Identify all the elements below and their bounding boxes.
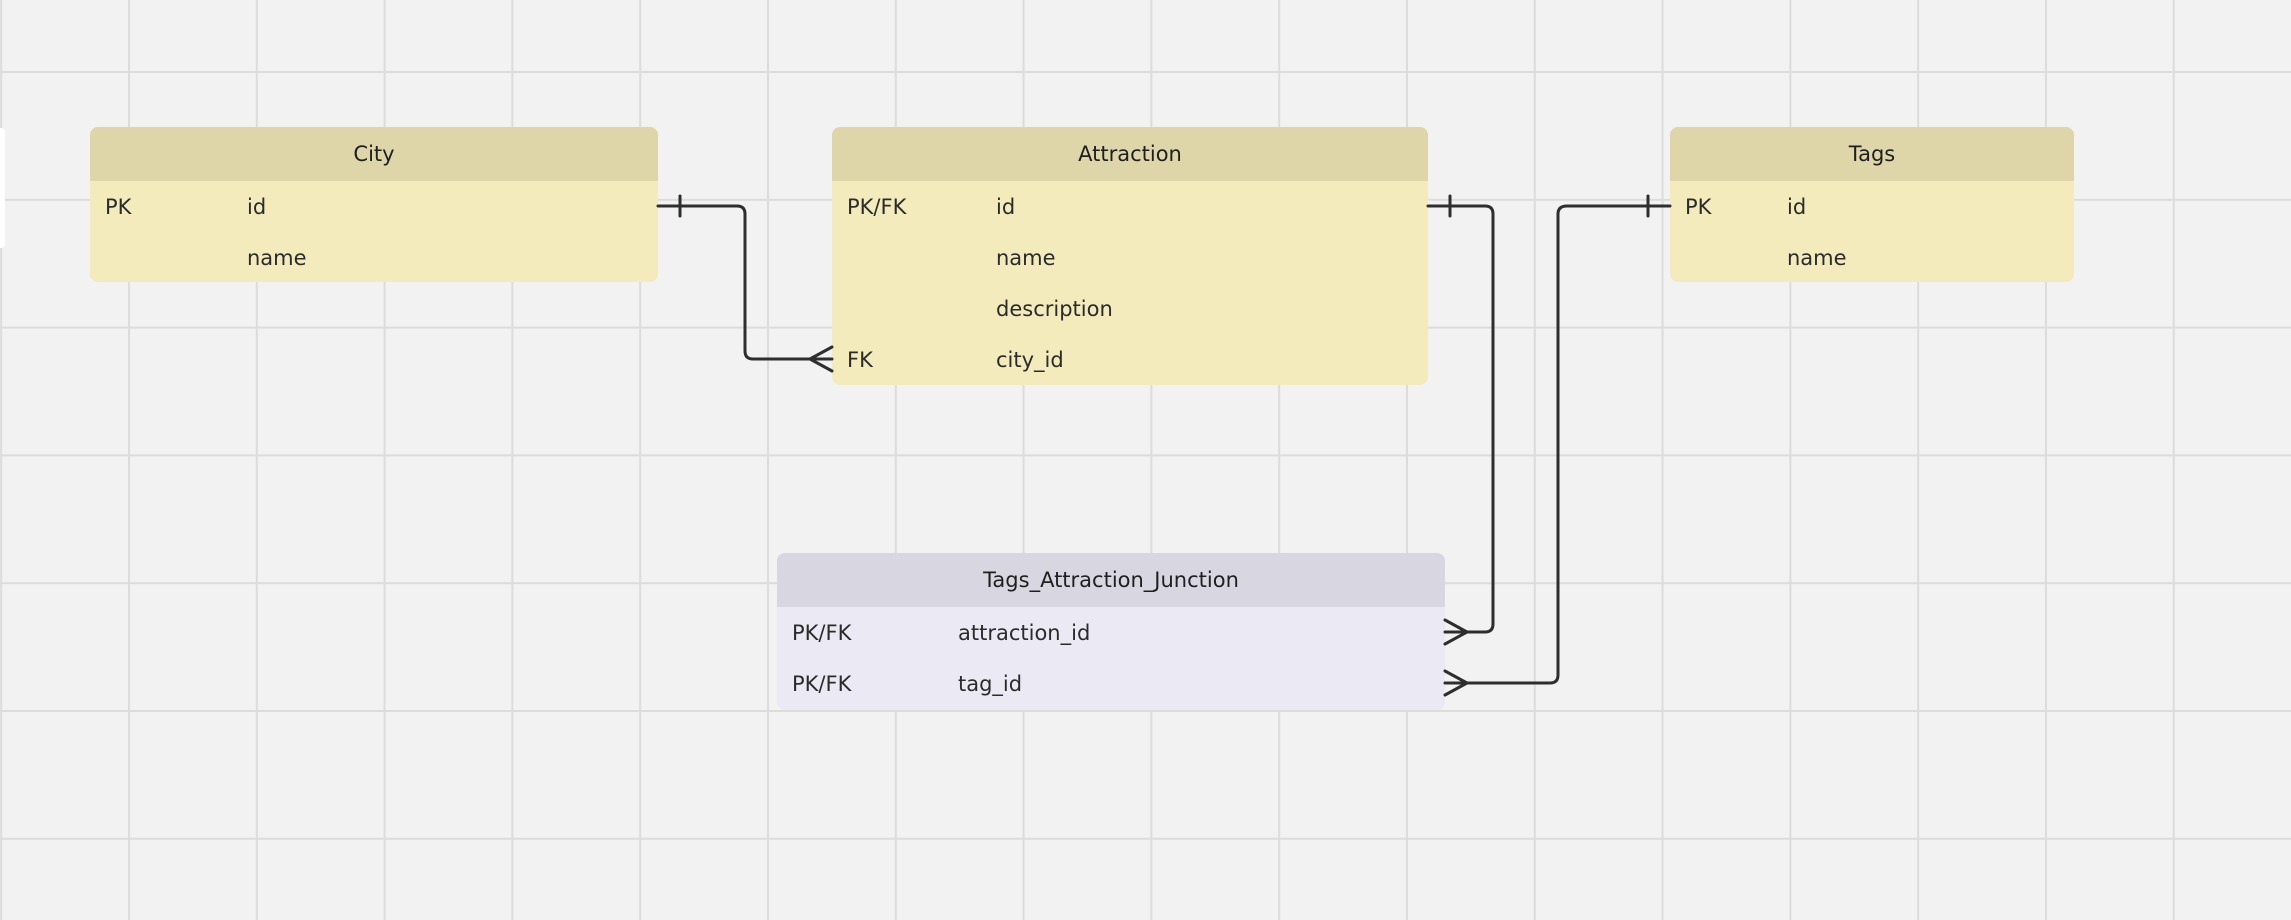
crows-foot-icon — [808, 345, 834, 373]
entity-attraction-row: FK city_id — [832, 335, 1428, 385]
key-label: PK — [1685, 195, 1712, 219]
entity-tags[interactable]: Tags PK id name — [1670, 127, 2074, 282]
key-label: PK — [105, 195, 132, 219]
field-name: city_id — [996, 348, 1064, 372]
field-name: name — [247, 246, 307, 270]
field-name: description — [996, 297, 1113, 321]
field-name: id — [996, 195, 1016, 219]
field-name: id — [1787, 195, 1807, 219]
key-label: PK/FK — [847, 195, 907, 219]
entity-tags-title: Tags — [1670, 127, 2074, 181]
entity-city-row: PK id — [90, 182, 658, 233]
entity-junction-title: Tags_Attraction_Junction — [777, 553, 1445, 607]
field-name: id — [247, 195, 267, 219]
crows-foot-icon — [1443, 618, 1469, 646]
field-name: attraction_id — [958, 621, 1091, 645]
entity-junction-row: PK/FK tag_id — [777, 659, 1445, 710]
field-name: name — [1787, 246, 1847, 270]
entity-attraction-row: PK/FK id — [832, 182, 1428, 233]
key-label: PK/FK — [792, 621, 852, 645]
entity-attraction-row: name — [832, 233, 1428, 284]
entity-attraction-row: description — [832, 284, 1428, 335]
relationship-tags-junction[interactable] — [1443, 194, 1672, 697]
entity-attraction-title: Attraction — [832, 127, 1428, 181]
field-name: tag_id — [958, 672, 1023, 696]
field-name: name — [996, 246, 1056, 270]
relationship-attraction-junction[interactable] — [1426, 194, 1495, 646]
entity-tags-attraction-junction[interactable]: Tags_Attraction_Junction PK/FK attractio… — [777, 553, 1445, 710]
relationship-city-attraction[interactable] — [656, 194, 834, 373]
canvas-edge-tab — [0, 128, 5, 248]
key-label: PK/FK — [792, 672, 852, 696]
entity-junction-row: PK/FK attraction_id — [777, 608, 1445, 659]
entity-city[interactable]: City PK id name — [90, 127, 658, 282]
entity-tags-row: PK id — [1670, 182, 2074, 233]
crows-foot-icon — [1443, 669, 1469, 697]
entity-tags-row: name — [1670, 233, 2074, 282]
key-label: FK — [847, 348, 873, 372]
entity-city-row: name — [90, 233, 658, 282]
entity-city-title: City — [90, 127, 658, 181]
entity-attraction[interactable]: Attraction PK/FK id name description FK … — [832, 127, 1428, 385]
